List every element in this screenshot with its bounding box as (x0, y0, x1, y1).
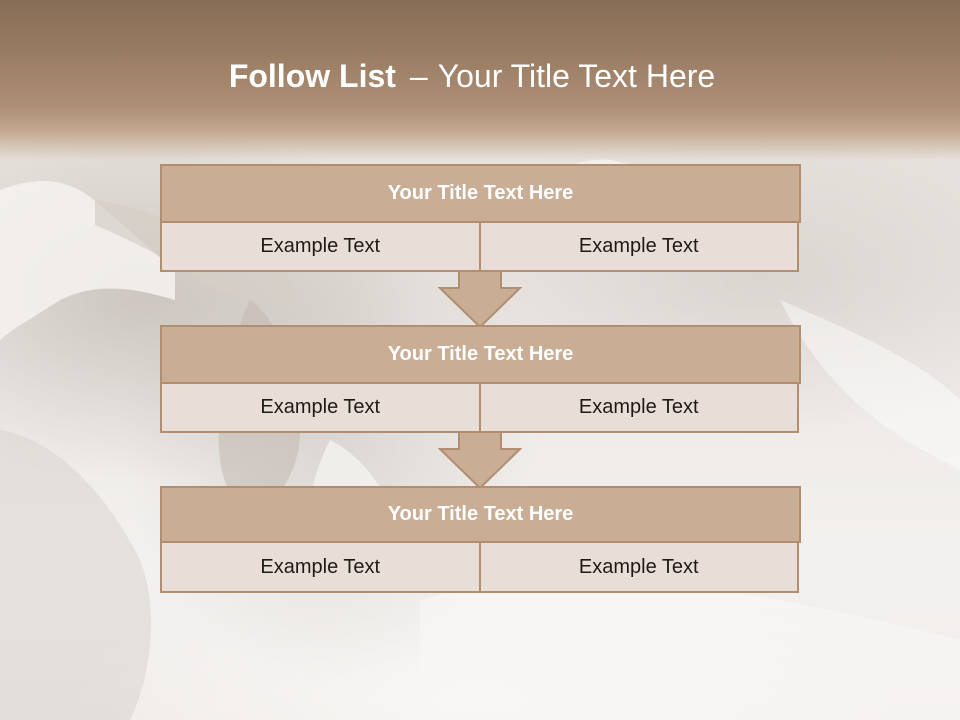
down-arrow-icon (438, 431, 522, 490)
block-title: Your Title Text Here (160, 164, 801, 223)
list-block-1: Your Title Text Here Example Text Exampl… (160, 164, 801, 272)
list-block-3: Your Title Text Here Example Text Exampl… (160, 486, 801, 593)
block-row: Example Text Example Text (160, 543, 801, 593)
slide-title-separator: – (409, 58, 428, 94)
block-row: Example Text Example Text (160, 223, 801, 272)
block-cell-left: Example Text (160, 384, 481, 433)
block-row: Example Text Example Text (160, 384, 801, 433)
block-cell-left: Example Text (160, 223, 481, 272)
header-band (0, 0, 960, 160)
block-cell-left: Example Text (160, 543, 481, 593)
slide-title-text: Your Title Text Here (437, 58, 716, 94)
block-cell-right: Example Text (478, 223, 799, 272)
slide-title: Follow List–Your Title Text Here (0, 56, 944, 96)
block-title: Your Title Text Here (160, 486, 801, 543)
block-title: Your Title Text Here (160, 325, 801, 384)
block-cell-right: Example Text (478, 543, 799, 593)
slide-title-bold: Follow List (228, 58, 396, 94)
down-arrow-icon (438, 270, 522, 329)
block-cell-right: Example Text (478, 384, 799, 433)
list-block-2: Your Title Text Here Example Text Exampl… (160, 325, 801, 433)
